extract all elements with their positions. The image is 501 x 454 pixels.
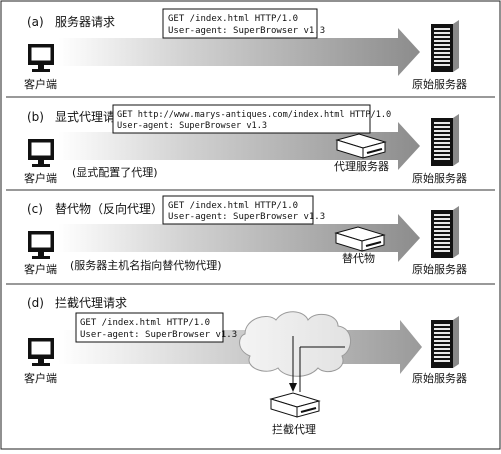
request-box (112, 104, 371, 134)
request-line-1: GET /index.html HTTP/1.0 (80, 318, 210, 328)
panel-d-title: 拦截代理请求 (55, 296, 127, 310)
request-line-2: User-agent: SuperBrowser v1.3 (117, 121, 267, 131)
request-arrow (58, 122, 420, 170)
server-label: 原始服务器 (412, 371, 467, 385)
panel-d-tag: (d) (27, 296, 44, 310)
client-computer-icon (28, 139, 54, 167)
panel-b: (b) 显式代理请求 GET http://www.marys-antiques… (24, 104, 467, 185)
client-computer-icon (28, 231, 54, 259)
client-label: 客户端 (24, 77, 57, 91)
intercepting-proxy-icon (270, 392, 320, 418)
request-box (162, 195, 314, 225)
panel-a: (a) 服务器请求 GET /index.html HTTP/1.0 User-… (24, 8, 467, 91)
redirect-arrowhead (289, 383, 297, 392)
server-label: 原始服务器 (412, 171, 467, 185)
client-label: 客户端 (24, 171, 57, 185)
request-line-2: User-agent: SuperBrowser v1.3 (168, 212, 325, 222)
request-line-1: GET /index.html HTTP/1.0 (168, 14, 298, 24)
request-box (162, 8, 318, 39)
client-label: 客户端 (24, 262, 57, 276)
request-line-1: GET /index.html HTTP/1.0 (168, 201, 298, 211)
origin-server-icon (431, 316, 459, 368)
origin-server-icon (431, 114, 459, 166)
network-cloud (239, 311, 351, 377)
request-arrow (58, 28, 420, 76)
note-text: (服务器主机名指向替代物代理) (70, 258, 222, 272)
request-line-2: User-agent: SuperBrowser v1.3 (168, 26, 325, 36)
request-arrow (58, 214, 420, 262)
note-text: (显式配置了代理) (72, 166, 158, 179)
panel-a-title: 服务器请求 (55, 14, 115, 29)
client-label: 客户端 (24, 371, 57, 385)
proxy-label: 替代物 (342, 251, 375, 265)
origin-server-icon (431, 20, 459, 72)
origin-server-icon (431, 206, 459, 258)
panel-b-tag: (b) (27, 110, 44, 124)
panel-b-title: 显式代理请求 (55, 110, 127, 124)
request-box (75, 312, 224, 343)
server-label: 原始服务器 (412, 77, 467, 91)
proxy-label: 拦截代理 (272, 422, 316, 436)
panel-c-title: 替代物（反向代理）请求 (55, 201, 187, 216)
panel-c: (c) 替代物（反向代理）请求 GET /index.html HTTP/1.0… (24, 195, 467, 276)
client-computer-icon (28, 338, 54, 366)
panel-a-tag: (a) (27, 15, 44, 29)
server-label: 原始服务器 (412, 262, 467, 276)
panel-c-tag: (c) (27, 202, 43, 216)
panel-d: (d) 拦截代理请求 GET /index.html HTTP/1.0 User… (24, 296, 467, 436)
client-computer-icon (28, 44, 54, 72)
proxy-label: 代理服务器 (334, 160, 389, 173)
request-line-2: User-agent: SuperBrowser v1.3 (80, 330, 237, 340)
request-line-1: GET http://www.marys-antiques.com/index.… (117, 110, 391, 120)
